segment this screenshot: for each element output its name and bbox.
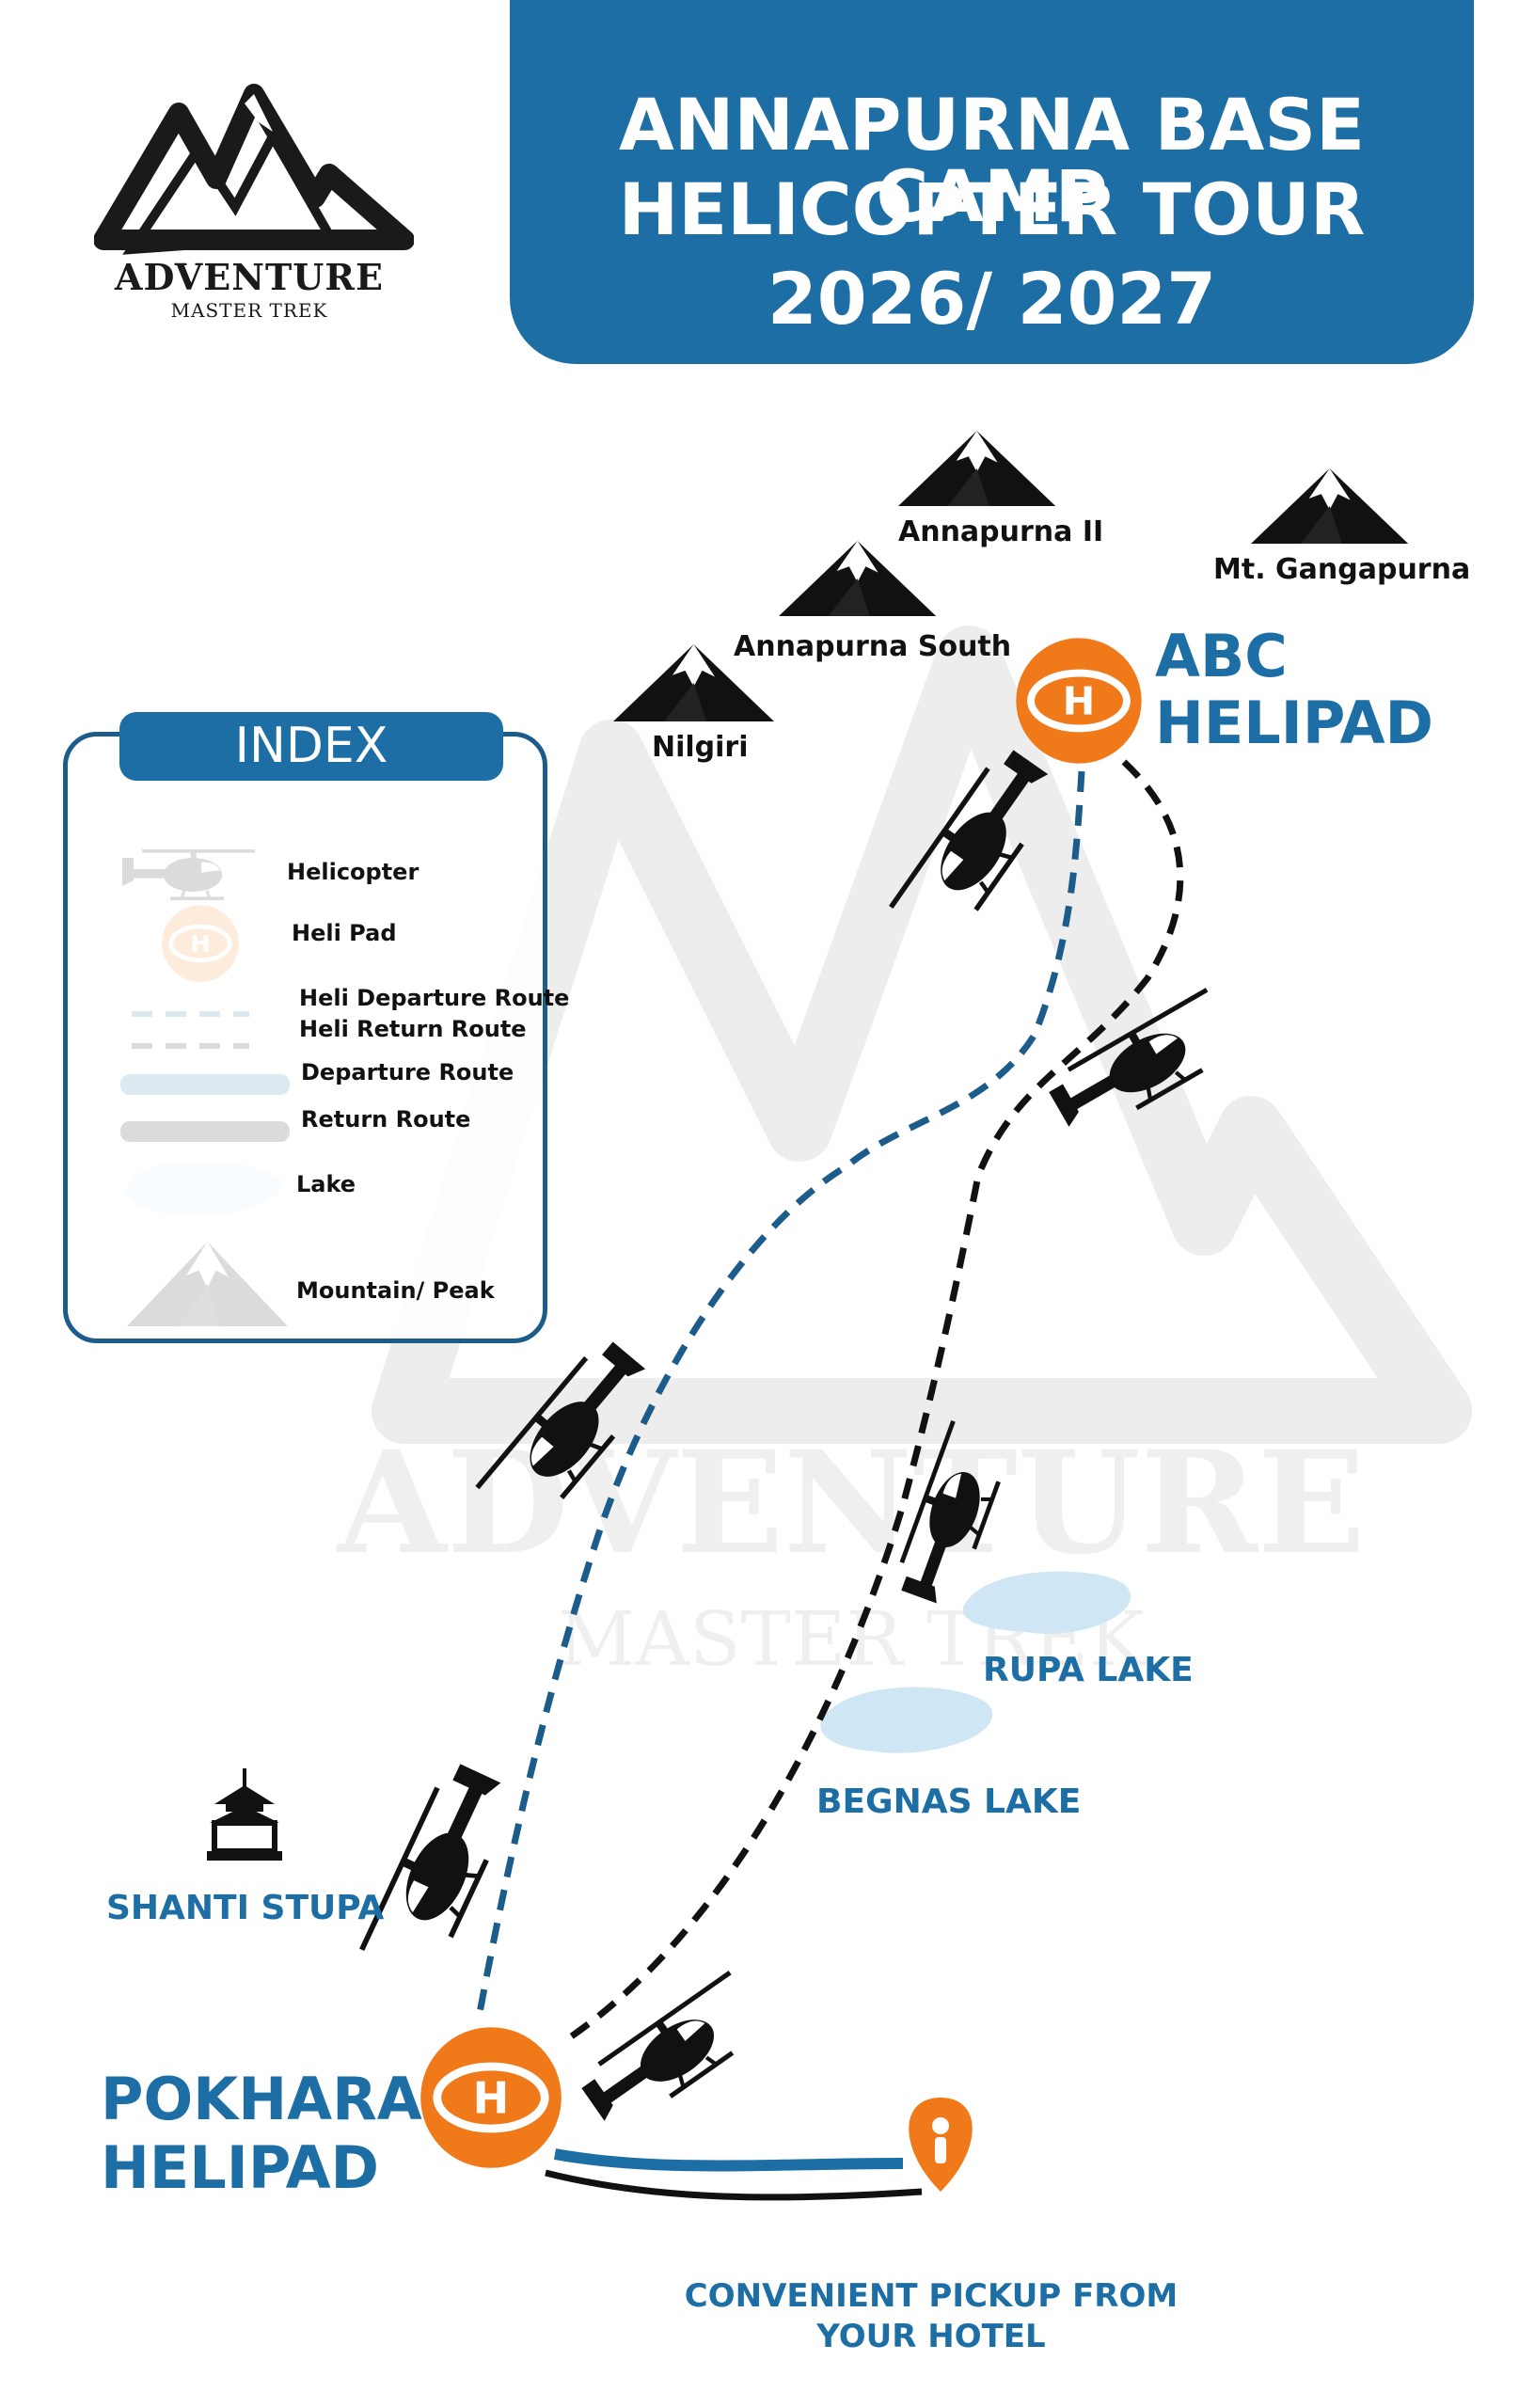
pickup-line-1: CONVENIENT PICKUP FROM <box>684 2277 1179 2315</box>
pokhara-helipad-line-1: POKHARA <box>101 2065 422 2133</box>
stupa-icon <box>207 1768 282 1861</box>
peak-label-annapurna-ii: Annapurna II <box>898 515 1104 548</box>
rupa-lake-label: RUPA LAKE <box>983 1651 1194 1689</box>
title-line-2: HELICOPTER TOUR <box>618 167 1366 251</box>
title-panel: ANNAPURNA BASE CAMP HELICOPTER TOUR 2026… <box>510 0 1474 364</box>
logo-mountains-icon <box>94 84 414 255</box>
legend-label-heli-departure: Heli Departure Route <box>299 985 570 1011</box>
watermark-text: ADVENTURE <box>335 1420 1365 1586</box>
peak-label-gangapurna: Mt. Gangapurna <box>1213 553 1471 586</box>
watermark-mountains-icon <box>372 626 1472 1444</box>
shanti-stupa-label: SHANTI STUPA <box>106 1889 385 1927</box>
peak-label-nilgiri: Nilgiri <box>652 731 749 764</box>
pokhara-helipad-label: POKHARA HELIPAD <box>101 2065 422 2202</box>
pokhara-helipad-line-2: HELIPAD <box>101 2133 380 2203</box>
index-legend <box>63 732 547 1343</box>
location-pin-icon <box>909 2098 973 2192</box>
helipad-icon <box>420 2027 562 2168</box>
title-line-1: ANNAPURNA BASE CAMP <box>618 83 1366 238</box>
index-title: INDEX <box>119 712 503 781</box>
heli-departure-route <box>476 770 1085 2014</box>
abc-helipad-line-2: HELIPAD <box>1155 689 1434 758</box>
departure-route <box>553 2148 904 2172</box>
pickup-label: CONVENIENT PICKUP FROM YOUR HOTEL <box>658 2276 1204 2356</box>
helipad-icon <box>1016 638 1141 763</box>
legend-label-heli-return: Heli Return Route <box>299 1016 527 1042</box>
legend-label-departure: Departure Route <box>301 1059 514 1085</box>
legend-label-lake: Lake <box>296 1171 356 1197</box>
legend-label-helicopter: Helicopter <box>287 859 419 885</box>
legend-label-helipad: Heli Pad <box>292 920 397 946</box>
logo-subtext: MASTER TREK <box>170 299 328 322</box>
return-route <box>545 2169 923 2201</box>
legend-label-return: Return Route <box>301 1106 471 1133</box>
abc-helipad-label: ABC HELIPAD <box>1155 623 1433 757</box>
begnas-lake-label: BEGNAS LAKE <box>816 1782 1082 1821</box>
heli-return-route <box>562 759 1184 2044</box>
title-line-3: 2026/ 2027 <box>767 257 1217 341</box>
pickup-line-2: YOUR HOTEL <box>816 2317 1046 2355</box>
peak-label-annapurna-south: Annapurna South <box>734 630 1012 663</box>
legend-label-mountain: Mountain/ Peak <box>296 1277 495 1304</box>
logo-text: ADVENTURE <box>115 256 384 298</box>
lake-icon <box>820 1571 1131 1753</box>
abc-helipad-line-1: ABC <box>1155 622 1288 690</box>
